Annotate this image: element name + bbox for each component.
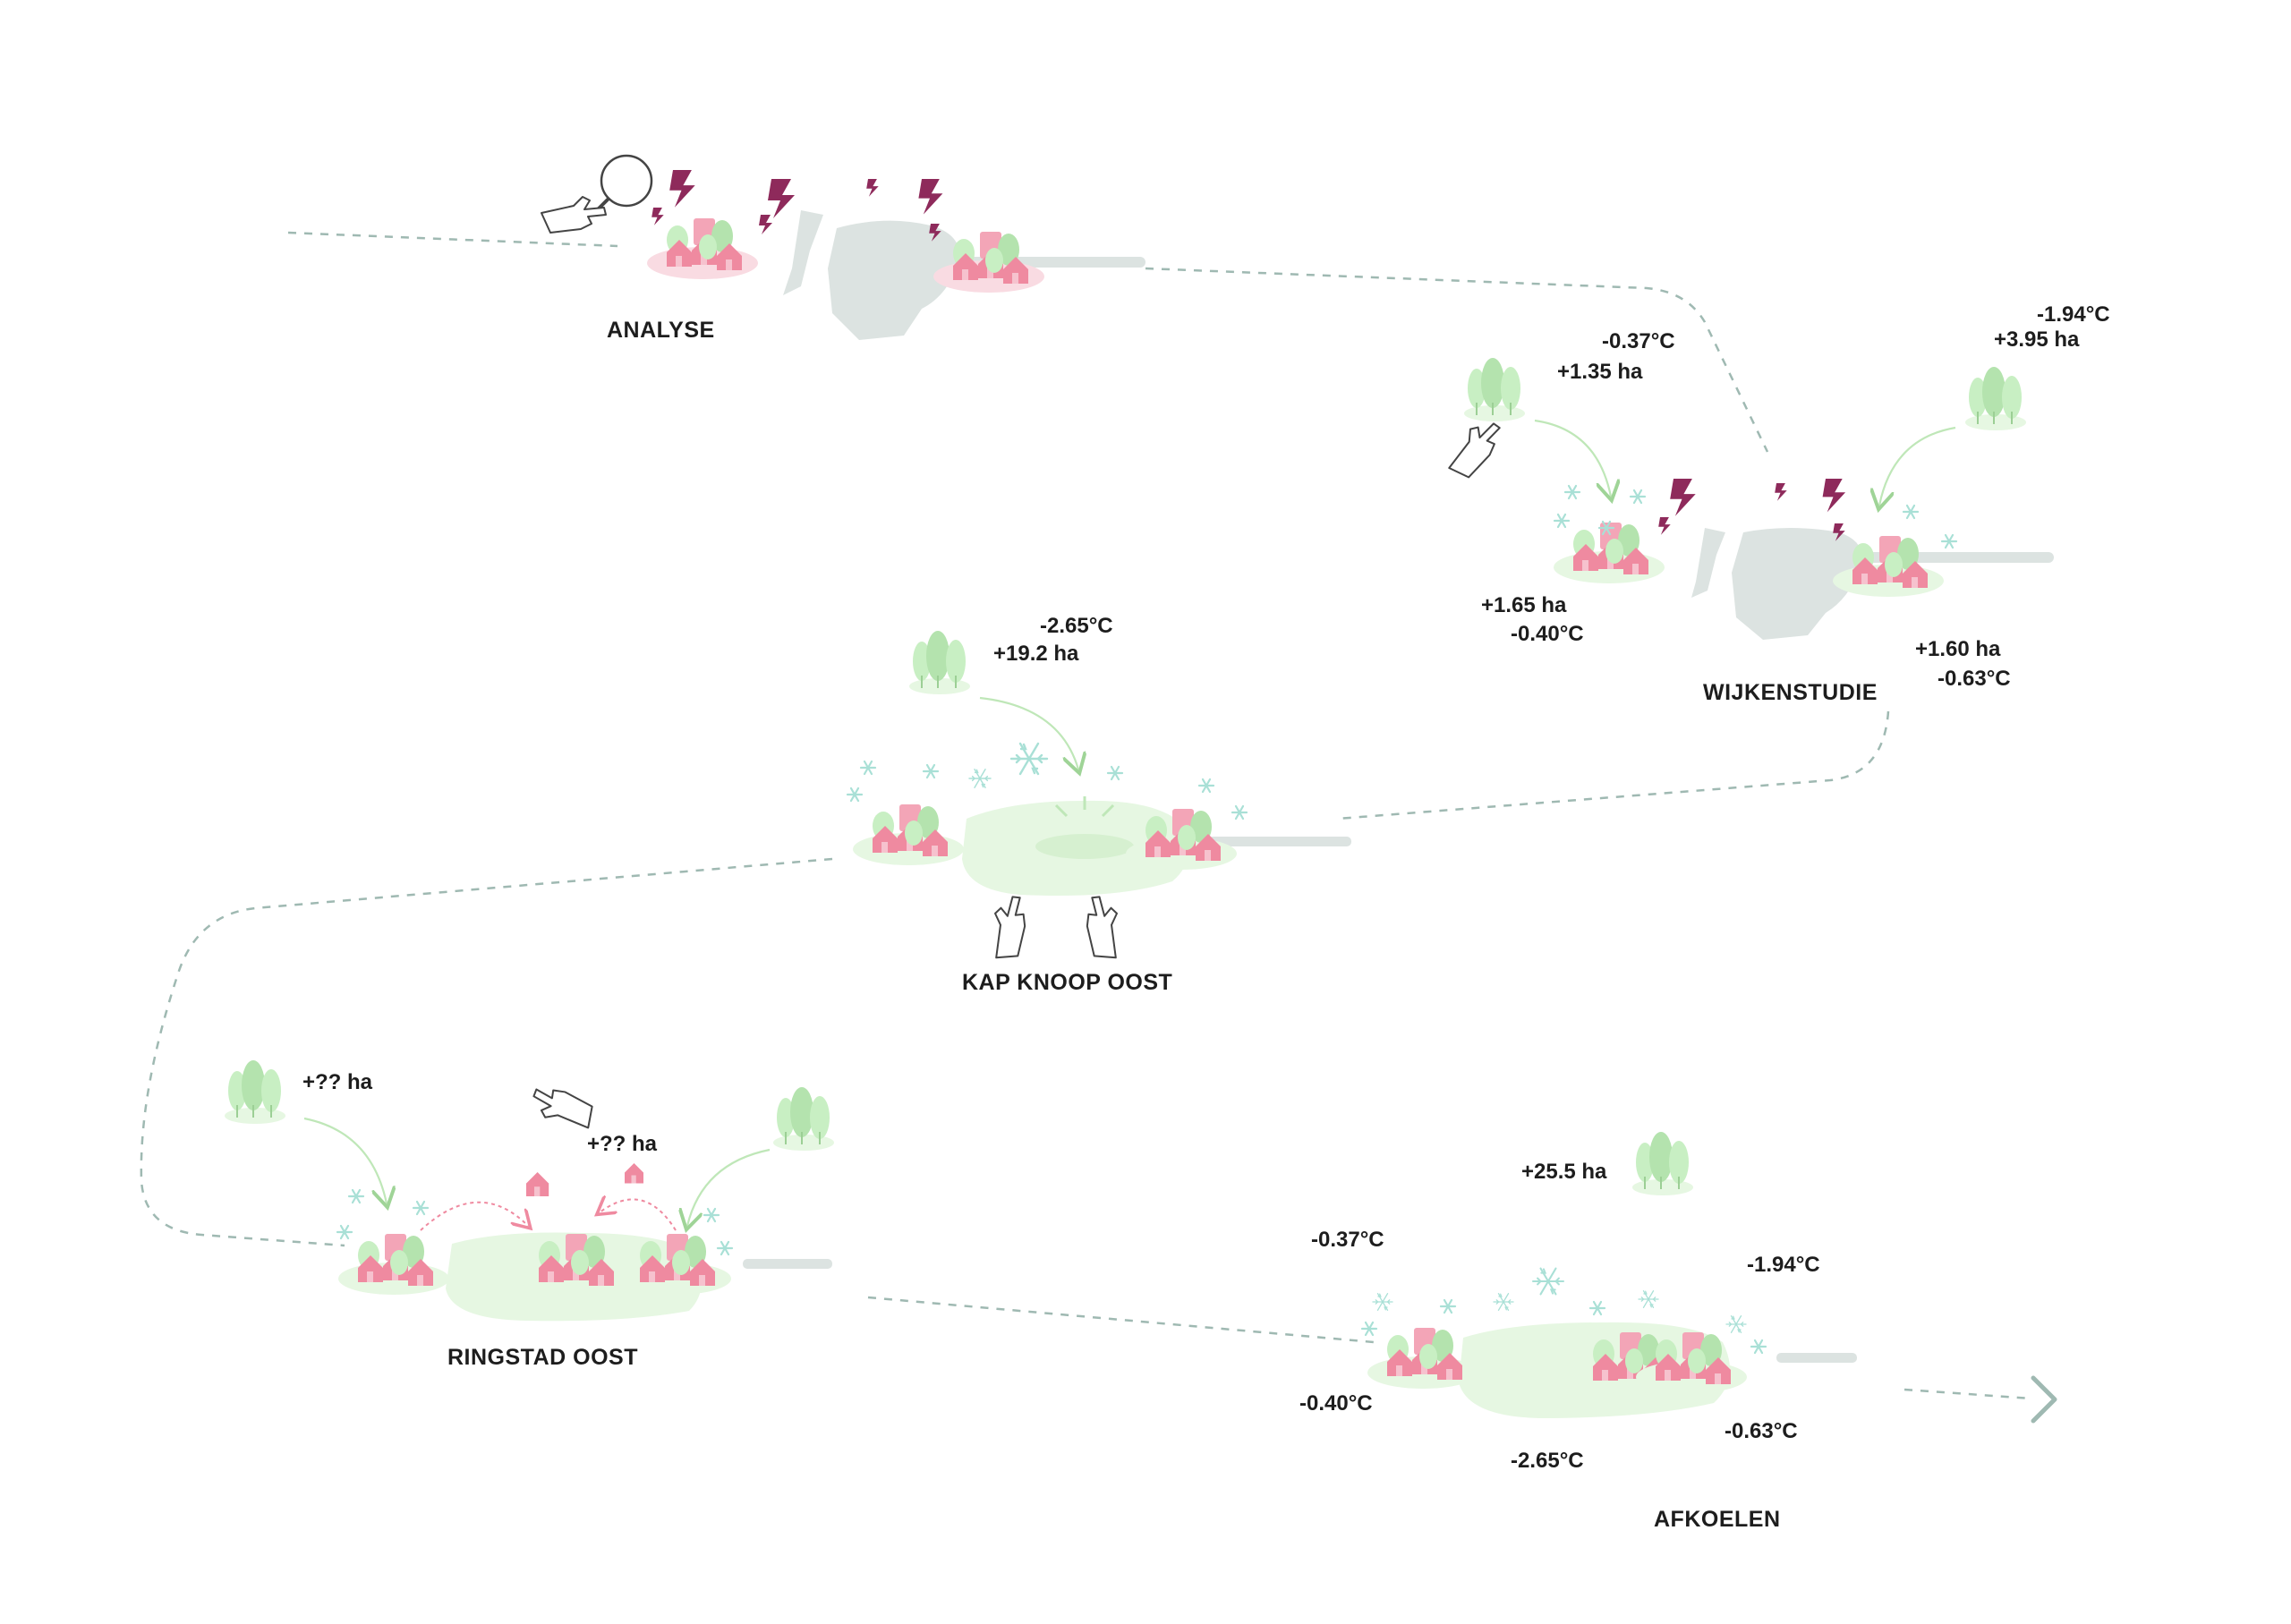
wijkenstudie-left-source-temp: -0.37°C xyxy=(1602,329,1675,353)
tree-cluster-icon xyxy=(909,631,970,694)
ringstad-oost-illustration xyxy=(225,1060,834,1322)
wijkenstudie-right-source-area: +3.95 ha xyxy=(1994,327,2080,352)
tree-cluster-icon xyxy=(1464,358,1525,421)
stage-title-analyse: ANALYSE xyxy=(607,318,715,343)
ringstad-oost-left-source-area: +?? ha xyxy=(302,1070,373,1094)
process-path xyxy=(1337,710,1890,821)
chevron-right-icon xyxy=(2031,1375,2057,1424)
afkoelen-temp-right-bottom: -0.63°C xyxy=(1725,1419,1798,1443)
process-path xyxy=(287,231,618,248)
magnifier-icon xyxy=(541,154,653,234)
kap-knoop-oost-illustration xyxy=(846,631,1351,965)
stage-title-ringstad-oost: RINGSTAD OOST xyxy=(447,1345,638,1370)
hand-icon xyxy=(1074,890,1132,965)
house-icon xyxy=(625,1163,643,1184)
process-path xyxy=(140,857,833,1247)
process-path xyxy=(1145,267,1769,453)
tree-cluster-icon xyxy=(225,1060,285,1124)
tree-cluster-icon xyxy=(1965,367,2026,430)
afkoelen-temp-right-top: -1.94°C xyxy=(1747,1253,1820,1277)
hand-icon xyxy=(980,890,1038,965)
wijkenstudie-left-result-temp: -0.40°C xyxy=(1511,622,1584,646)
stage-title-wijkenstudie: WIJKENSTUDIE xyxy=(1703,680,1878,705)
wijkenstudie-right-result-temp: -0.63°C xyxy=(1938,667,2011,691)
afkoelen-total-area: +25.5 ha xyxy=(1521,1160,1607,1184)
afkoelen-illustration xyxy=(1360,1132,1857,1418)
tree-cluster-icon xyxy=(1632,1132,1693,1195)
afkoelen-temp-left-top: -0.37°C xyxy=(1311,1228,1384,1252)
ringstad-oost-hand-area: +?? ha xyxy=(587,1132,658,1156)
analyse-illustration xyxy=(541,154,1146,340)
house-icon xyxy=(526,1172,549,1196)
stage-title-kap-knoop-oost: KAP KNOOP OOST xyxy=(962,970,1173,995)
process-path xyxy=(867,1296,1375,1344)
hand-icon xyxy=(1437,412,1512,484)
wijkenstudie-left-result-area: +1.65 ha xyxy=(1481,593,1567,617)
kap-knoop-oost-source-area: +19.2 ha xyxy=(993,642,1079,666)
afkoelen-temp-left-bottom: -0.40°C xyxy=(1299,1391,1373,1416)
stage-title-afkoelen: AFKOELEN xyxy=(1654,1507,1781,1532)
wijkenstudie-illustration xyxy=(1437,358,2054,640)
wijkenstudie-right-source-temp: -1.94°C xyxy=(2037,302,2110,327)
tree-cluster-icon xyxy=(773,1087,834,1151)
wijkenstudie-right-result-area: +1.60 ha xyxy=(1915,637,2001,661)
process-path xyxy=(1903,1388,2032,1400)
wijkenstudie-left-source-area: +1.35 ha xyxy=(1557,360,1643,384)
kap-knoop-oost-source-temp: -2.65°C xyxy=(1040,614,1113,638)
afkoelen-temp-center-bottom: -2.65°C xyxy=(1511,1449,1584,1473)
